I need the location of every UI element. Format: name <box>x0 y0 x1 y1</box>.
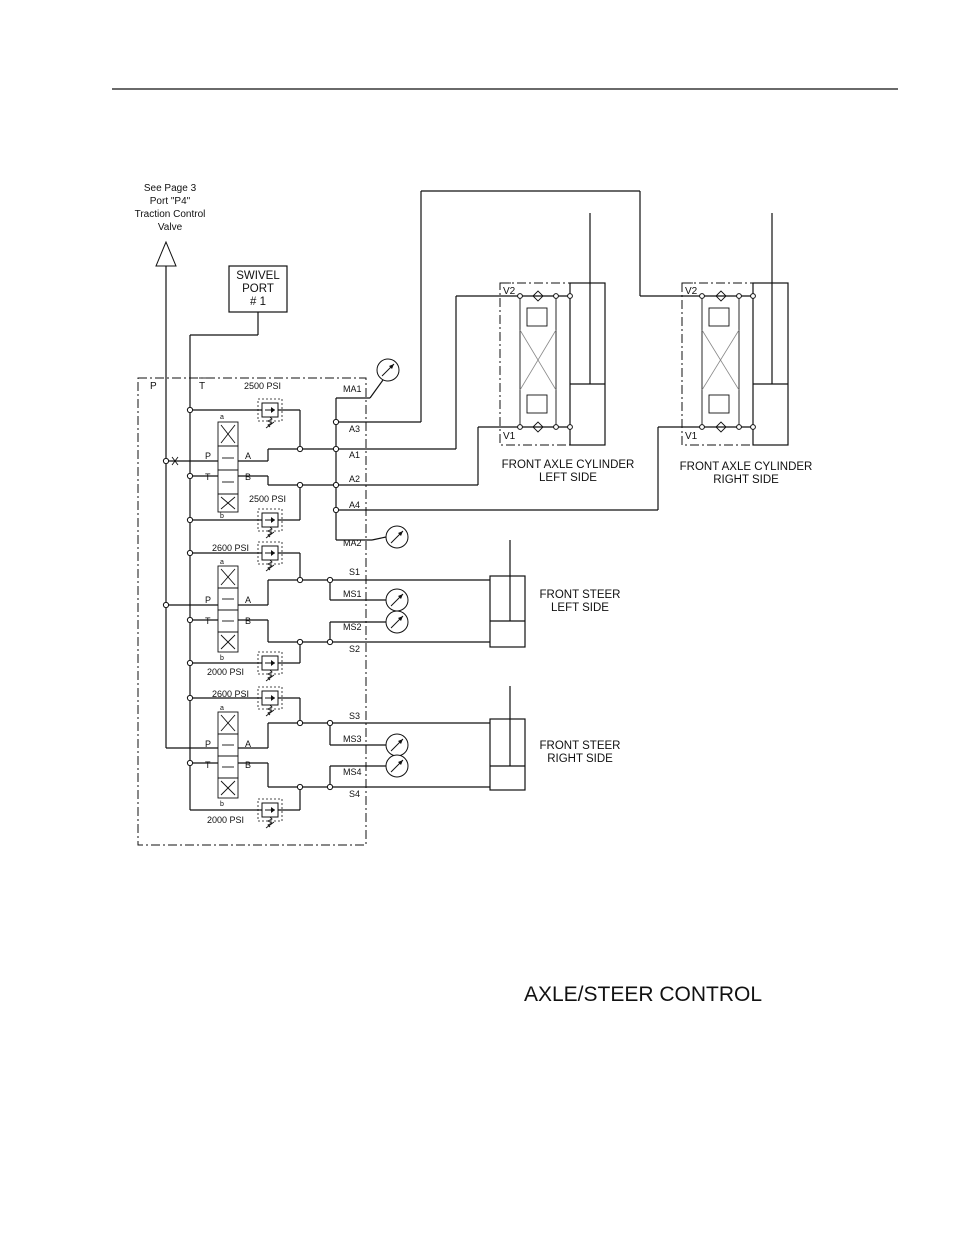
svg-text:2600 PSI: 2600 PSI <box>212 689 249 699</box>
axle-right-labels: V2 V1 FRONT AXLE CYLINDER RIGHT SIDE <box>680 282 813 486</box>
svg-text:b: b <box>220 513 224 520</box>
junction-dots <box>162 406 340 791</box>
svg-text:P: P <box>205 595 211 605</box>
svg-text:Traction Control: Traction Control <box>135 209 206 220</box>
axle-cylinder-left <box>499 213 606 446</box>
svg-text:b: b <box>220 801 224 808</box>
svg-text:See Page 3: See Page 3 <box>144 183 197 194</box>
svg-text:P: P <box>205 451 211 461</box>
svg-text:a: a <box>220 705 224 712</box>
svg-text:MS1: MS1 <box>343 589 362 599</box>
svg-text:A2: A2 <box>349 474 360 484</box>
svg-text:2500 PSI: 2500 PSI <box>244 381 281 391</box>
svg-text:MS4: MS4 <box>343 767 362 777</box>
svg-text:a: a <box>220 559 224 566</box>
svg-text:MA1: MA1 <box>343 384 362 394</box>
svg-text:B: B <box>245 472 251 482</box>
relief-settings: 2500 PSI 2500 PSI 2600 PSI 2000 PSI 2600… <box>207 381 286 825</box>
svg-text:V1: V1 <box>685 431 698 442</box>
axle-cylinder-right <box>681 213 789 446</box>
steer-cylinder-left <box>489 540 526 648</box>
port-p-label: P <box>150 381 157 392</box>
spool-valve-3 <box>217 711 239 799</box>
svg-text:2600 PSI: 2600 PSI <box>212 543 249 553</box>
port-t-label: T <box>199 381 205 392</box>
svg-text:MS2: MS2 <box>343 622 362 632</box>
svg-text:S2: S2 <box>349 644 360 654</box>
svg-text:A: A <box>245 595 251 605</box>
svg-text:LEFT SIDE: LEFT SIDE <box>539 472 597 484</box>
valve-block-outline <box>137 377 367 846</box>
svg-text:PORT: PORT <box>242 283 274 295</box>
svg-text:S3: S3 <box>349 711 360 721</box>
svg-text:2000 PSI: 2000 PSI <box>207 815 244 825</box>
axle-left-labels: V2 V1 FRONT AXLE CYLINDER LEFT SIDE <box>502 282 635 484</box>
svg-text:MA2: MA2 <box>343 538 362 548</box>
svg-text:MS3: MS3 <box>343 734 362 744</box>
svg-text:V2: V2 <box>503 286 516 297</box>
svg-text:FRONT AXLE CYLINDER: FRONT AXLE CYLINDER <box>502 459 635 471</box>
svg-text:2500 PSI: 2500 PSI <box>249 494 286 504</box>
steer-left-labels: FRONT STEER LEFT SIDE <box>540 589 621 614</box>
svg-text:A4: A4 <box>349 500 360 510</box>
svg-text:A: A <box>245 451 251 461</box>
svg-text:T: T <box>205 616 211 626</box>
svg-text:FRONT STEER: FRONT STEER <box>540 740 621 752</box>
reference-note: See Page 3 Port "P4" Traction Control Va… <box>135 183 206 233</box>
svg-text:S1: S1 <box>349 567 360 577</box>
svg-text:B: B <box>245 760 251 770</box>
svg-text:T: T <box>205 760 211 770</box>
outlet-port-labels: MA1 A3 A1 A2 A4 MA2 S1 MS1 MS2 S2 S3 MS3… <box>343 384 362 799</box>
svg-text:Valve: Valve <box>158 222 183 233</box>
spool-labels: a P A T B b a P A T B b a P A T B b <box>205 414 251 808</box>
svg-text:RIGHT SIDE: RIGHT SIDE <box>713 474 779 486</box>
svg-text:P: P <box>205 739 211 749</box>
arrow-up-icon <box>155 240 177 267</box>
svg-text:FRONT STEER: FRONT STEER <box>540 589 621 601</box>
svg-text:B: B <box>245 616 251 626</box>
steer-cylinder-right <box>489 686 526 791</box>
svg-text:T: T <box>205 472 211 482</box>
svg-text:A: A <box>245 739 251 749</box>
svg-text:S4: S4 <box>349 789 360 799</box>
svg-text:A1: A1 <box>349 450 360 460</box>
svg-text:b: b <box>220 655 224 662</box>
svg-text:A3: A3 <box>349 424 360 434</box>
svg-text:Port "P4": Port "P4" <box>150 196 191 207</box>
svg-text:V2: V2 <box>685 286 698 297</box>
svg-text:# 1: # 1 <box>250 296 266 308</box>
spool-valve-1 <box>217 421 239 513</box>
svg-text:2000 PSI: 2000 PSI <box>207 667 244 677</box>
steer-right-labels: FRONT STEER RIGHT SIDE <box>540 740 621 765</box>
swivel-port-box: SWIVEL PORT # 1 <box>228 265 288 313</box>
page-title: AXLE/STEER CONTROL <box>524 983 762 1006</box>
svg-text:a: a <box>220 414 224 421</box>
svg-text:LEFT SIDE: LEFT SIDE <box>551 602 609 614</box>
spool-valve-2 <box>217 565 239 653</box>
svg-text:SWIVEL: SWIVEL <box>236 270 280 282</box>
svg-text:V1: V1 <box>503 431 516 442</box>
svg-text:RIGHT SIDE: RIGHT SIDE <box>547 753 613 765</box>
svg-text:FRONT AXLE CYLINDER: FRONT AXLE CYLINDER <box>680 461 813 473</box>
